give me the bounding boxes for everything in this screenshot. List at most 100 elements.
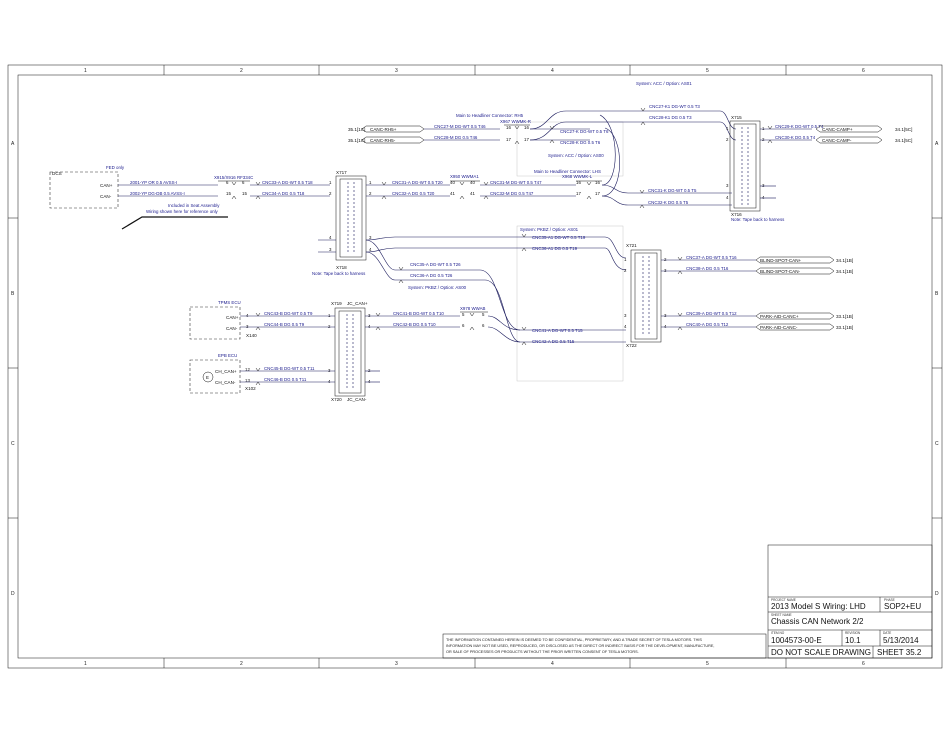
wire-cnc40a: CNC40-A DG 0.5 T12 xyxy=(686,322,729,327)
wire-2002: 2002-YP DG-DB 0.5 AVSS-I xyxy=(130,191,185,196)
wire-cnc28m: CNC28-M DG 0.5 T46 xyxy=(434,135,478,140)
zone-col-4: 4 xyxy=(551,68,554,74)
svg-text:4: 4 xyxy=(624,324,627,329)
wire-cnc28k1: CNC28-K1 DG 0.5 T3 xyxy=(649,115,692,120)
zone-row-a: A xyxy=(11,141,15,147)
wire-cnc29k: CNC29-K DG-WT 0.5 T4 xyxy=(775,124,824,129)
splice-x715: X715 X716 Note: Tape back to harness 12 … xyxy=(726,115,912,222)
dcs-feed: FED only xyxy=(106,165,125,170)
zone-row-b: B xyxy=(11,291,15,297)
wire-cnc27m: CNC27-M DG-WT 0.5 T46 xyxy=(434,124,486,129)
wire-cnc36a: CNC36-A DG 0.5 T26 xyxy=(410,273,453,278)
svg-text:4: 4 xyxy=(328,379,331,384)
svg-text:41: 41 xyxy=(470,191,475,196)
svg-text:2: 2 xyxy=(664,257,667,262)
dcs-ecu: DCS FED only CAN+ CAN- Included in Seat … xyxy=(49,165,228,230)
wire-cnc37a: CNC37-A DG-WT 0.5 T16 xyxy=(686,255,737,260)
epb-symbol-icon xyxy=(202,371,214,383)
wire-cnc35a1: CNC35-A1 DG-WT 0.5 T19 xyxy=(532,235,586,240)
wire-cnc45b: CNC45-B DG-WT 0.5 T11 xyxy=(264,366,315,371)
svg-text:17: 17 xyxy=(576,191,581,196)
tb-phase-label: PHASE xyxy=(884,598,895,602)
epb-conn: X102 xyxy=(245,386,256,391)
pkbz-option-region xyxy=(516,225,624,382)
tb-date: 5/13/2014 xyxy=(883,636,919,645)
tpms-ecu: TPMS ECU CAN+ CAN- 43 X140 CNC43-B DG-WT… xyxy=(189,300,335,340)
wire-cnc36a1: CNC36-A1 DG 0.5 T19 xyxy=(532,246,578,251)
sig-pa-m: PARK-AID-CANC- xyxy=(760,325,798,330)
wire-cnc34: CNC34-A DG 0.5 T18 xyxy=(262,191,305,196)
wire-cnc31m: CNC31-M DG-WT 0.5 T47 xyxy=(490,180,542,185)
ref-351-a: 35.1[1C] xyxy=(348,127,365,132)
svg-text:15: 15 xyxy=(242,191,247,196)
wire-cnc44b: CNC44-B DG 0.5 T9 xyxy=(264,322,305,327)
wire-cnc27k1: CNC27-K1 DG-WT 0.5 T3 xyxy=(649,104,700,109)
tb-sheet: SHEET 35.2 xyxy=(877,648,922,657)
svg-text:41: 41 xyxy=(450,191,455,196)
tape-note-2: Note: Tape back to harness xyxy=(731,217,785,222)
x717-to-headliner: CNC31-A DG-WT 0.5 T20 CNC32-A DG 0.5 T20… xyxy=(366,114,732,209)
svg-text:4: 4 xyxy=(369,247,372,252)
wire-cnc43b: CNC43-B DG-WT 0.5 T9 xyxy=(264,311,313,316)
wire-cnc27k: CNC27-K DG-WT 0.5 T6 xyxy=(560,129,609,134)
tpms-name: TPMS ECU xyxy=(218,300,241,305)
zone-row-a-right: A xyxy=(935,141,939,147)
svg-text:17: 17 xyxy=(506,137,511,142)
ref-341-1b-b: 34.1[1B] xyxy=(836,269,853,274)
wire-cnc31a: CNC31-A DG-WT 0.5 T20 xyxy=(392,180,443,185)
svg-text:2: 2 xyxy=(624,268,627,273)
svg-text:4: 4 xyxy=(329,235,332,240)
conf-line-3: OR SALE OF PROCESSES OR PRODUCTS WITHOUT… xyxy=(446,650,639,654)
zone-col-6-bottom: 6 xyxy=(862,661,865,667)
svg-text:2: 2 xyxy=(329,191,332,196)
svg-text:6: 6 xyxy=(226,180,229,185)
conn-x967: X967 WWMK-R xyxy=(500,119,531,124)
dcs-box xyxy=(49,171,119,209)
sig-canc-camp-p: CANC-CAMP+ xyxy=(822,127,853,132)
conn-x715: X715 xyxy=(731,115,742,120)
rh5-section: System: ACC / Option: AS01 35.1[1C] 35.1… xyxy=(348,81,737,145)
pkbz-as01-section: System: PKBZ / Option: AS01 CNC35-A1 DG-… xyxy=(365,227,627,343)
svg-text:1: 1 xyxy=(624,257,627,262)
svg-text:6: 6 xyxy=(242,180,245,185)
wire-cnc39a: CNC39-A DG-WT 0.5 T12 xyxy=(686,311,737,316)
svg-text:2: 2 xyxy=(762,137,765,142)
zone-labels: 1 2 3 4 5 6 1 2 3 4 5 6 A B C D A B C D xyxy=(11,68,939,667)
wire-2001: 2001-YP OR 0.5 AVSS-I xyxy=(130,180,177,185)
x719-tag: JC_CAN+ xyxy=(347,301,368,306)
tb-project: 2013 Model S Wiring: LHD xyxy=(771,602,866,611)
svg-text:3: 3 xyxy=(624,313,627,318)
svg-text:6: 6 xyxy=(462,323,465,328)
svg-text:6: 6 xyxy=(482,323,485,328)
sig-bs-p: BLIND-SPOT-CAN+ xyxy=(760,258,802,263)
wire-cnc32a: CNC32-A DG 0.5 T20 xyxy=(392,191,435,196)
zone-row-b-right: B xyxy=(935,291,939,297)
ref-341-1b-a: 34.1[1B] xyxy=(836,258,853,263)
svg-text:2: 2 xyxy=(328,324,331,329)
opt-pkbz-as01: System: PKBZ / Option: AS01 xyxy=(520,227,579,232)
svg-text:1: 1 xyxy=(762,126,765,131)
svg-text:5: 5 xyxy=(462,312,465,317)
conn-x968: X968 WWMK-L xyxy=(562,174,593,179)
tpms-conn: X140 xyxy=(246,333,257,338)
epb-name: EPB ECU xyxy=(218,353,237,358)
svg-text:4: 4 xyxy=(762,195,765,200)
zone-row-d-right: D xyxy=(935,591,939,597)
opt-pkbz-as00: System: PKBZ / Option: AS00 xyxy=(408,285,467,290)
tb-date-label: DATE xyxy=(883,631,891,635)
svg-text:3: 3 xyxy=(246,324,249,329)
tb-item-label: ITEM NO xyxy=(771,631,785,635)
wire-cnc42b: CNC42-B DG 0.5 T10 xyxy=(393,322,436,327)
wire-cnc30k: CNC30-K DG 0.5 T4 xyxy=(775,135,816,140)
svg-text:4: 4 xyxy=(664,324,667,329)
ref-341-5c-a: 34.1[5C] xyxy=(895,127,912,132)
ref-341-5c-b: 34.1[5C] xyxy=(895,138,912,143)
zone-col-5-bottom: 5 xyxy=(706,661,709,667)
svg-text:3: 3 xyxy=(762,183,765,188)
zone-row-d: D xyxy=(11,591,15,597)
svg-text:3: 3 xyxy=(664,268,667,273)
tb-rev-label: REVISION xyxy=(845,631,861,635)
confidential-notice: THE INFORMATION CONTAINED HEREIN IS DEEM… xyxy=(442,633,767,659)
opt-acc-as01: System: ACC / Option: AS01 xyxy=(636,81,692,86)
